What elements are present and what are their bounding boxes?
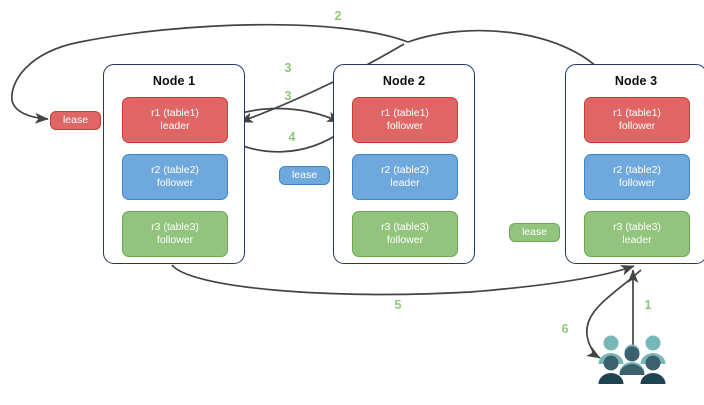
node-3-replica-r2-name: r2 (table2) <box>613 164 661 176</box>
node-1-replica-r3-name: r3 (table3) <box>151 221 199 233</box>
node-1-replica-r3[interactable]: r3 (table3) follower <box>122 211 228 257</box>
node-2-replica-r3-role: follower <box>386 234 424 246</box>
people-group-icon <box>598 335 666 384</box>
node-1-title: Node 1 <box>152 74 196 88</box>
node-2-replica-r3[interactable]: r3 (table3) follower <box>352 211 458 257</box>
node-2-replica-r2-role: leader <box>390 177 420 189</box>
node-1-replica-r1-role: leader <box>160 120 190 132</box>
node-3-title: Node 3 <box>614 74 658 88</box>
node-3-container[interactable]: Node 3 r1 (table1) follower r2 (table2) … <box>565 64 704 264</box>
step-label-6: 6 <box>561 322 569 336</box>
node-2-replica-r1-role: follower <box>386 120 424 132</box>
node-2-replica-r2[interactable]: r2 (table2) leader <box>352 154 458 200</box>
edge-5-node1-to-node3 <box>171 264 635 296</box>
step-label-5: 5 <box>394 298 402 312</box>
node-1-replica-r1-name: r1 (table1) <box>151 107 199 119</box>
node-1-replica-r1[interactable]: r1 (table1) leader <box>122 97 228 143</box>
step-label-4: 4 <box>288 130 296 144</box>
node-1-replica-r2-role: follower <box>156 177 194 189</box>
node-3-replica-r3-name: r3 (table3) <box>613 221 661 233</box>
step-label-2: 2 <box>334 9 342 23</box>
node-3-replica-r2-role: follower <box>618 177 656 189</box>
node-3-replica-r3-role: leader <box>622 234 652 246</box>
node-2-replica-r1[interactable]: r1 (table1) follower <box>352 97 458 143</box>
node-2-replica-r2-name: r2 (table2) <box>381 164 429 176</box>
node-1-replica-r2[interactable]: r2 (table2) follower <box>122 154 228 200</box>
node-2-container[interactable]: Node 2 r1 (table1) follower r2 (table2) … <box>333 64 475 264</box>
node-2-replica-r1-name: r1 (table1) <box>381 107 429 119</box>
node-1-replica-r2-name: r2 (table2) <box>151 164 199 176</box>
node-3-replica-r1-role: follower <box>618 120 656 132</box>
step-label-3b: 3 <box>284 89 292 103</box>
lease-badge-red[interactable]: lease <box>50 111 101 130</box>
node-2-replica-r3-name: r3 (table3) <box>381 221 429 233</box>
step-label-1: 1 <box>644 298 652 312</box>
node-3-replica-r3[interactable]: r3 (table3) leader <box>584 211 690 257</box>
node-1-container[interactable]: Node 1 r1 (table1) leader r2 (table2) fo… <box>103 64 245 264</box>
lease-badge-blue[interactable]: lease <box>279 166 330 185</box>
node-3-replica-r1[interactable]: r1 (table1) follower <box>584 97 690 143</box>
node-2-title: Node 2 <box>382 74 426 88</box>
lease-badge-green[interactable]: lease <box>509 223 560 242</box>
node-1-replica-r3-role: follower <box>156 234 194 246</box>
node-3-replica-r2[interactable]: r2 (table2) follower <box>584 154 690 200</box>
node-3-replica-r1-name: r1 (table1) <box>613 107 661 119</box>
step-label-3a: 3 <box>284 61 292 75</box>
